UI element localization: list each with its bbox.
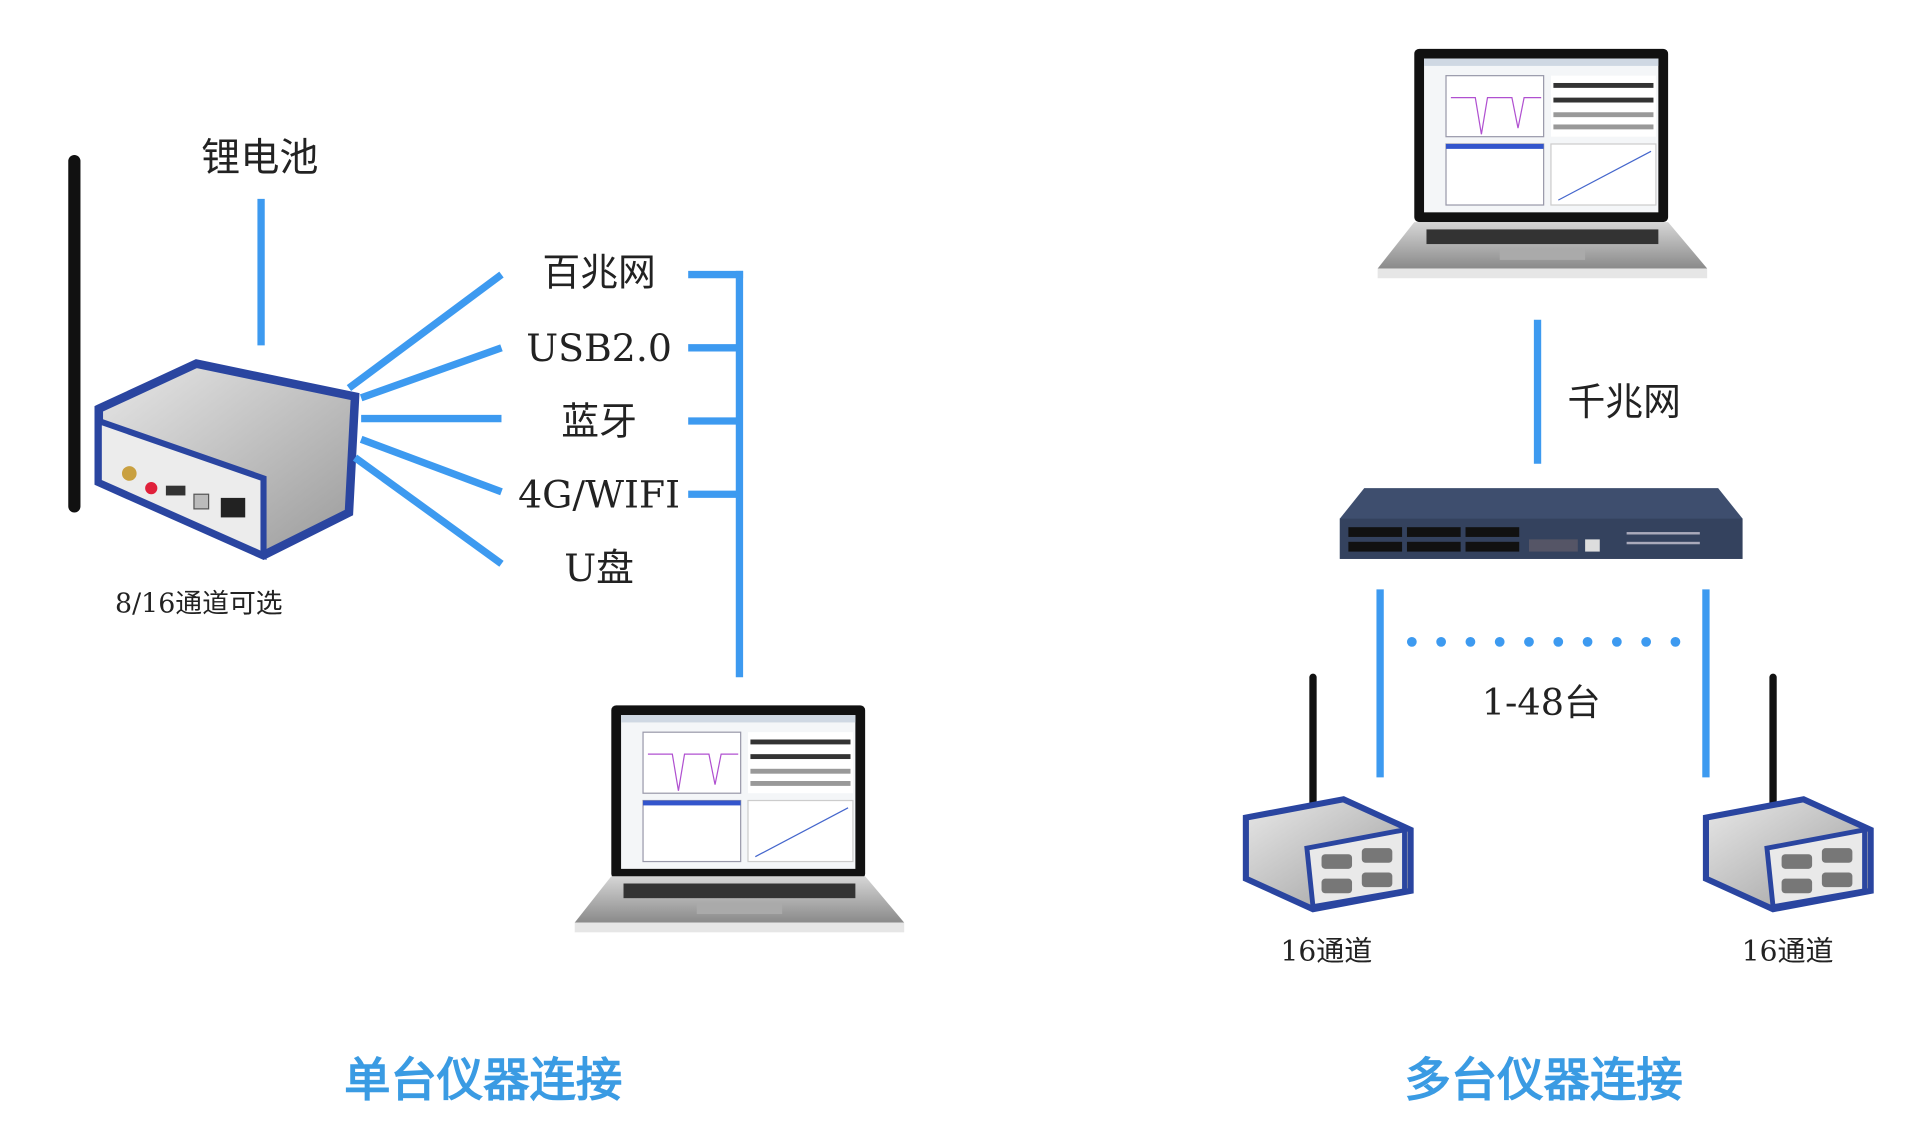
- laptop-image: [574, 704, 905, 933]
- ellipsis-dots: [1406, 637, 1681, 647]
- interface-labels: 百兆网 USB2.0 蓝牙 4G/WIFI U盘: [518, 251, 680, 590]
- network-switch-image: [1339, 488, 1743, 559]
- instrument-image: [1246, 677, 1411, 909]
- multi-section-title: 多台仪器连接: [1405, 1053, 1683, 1107]
- interface-fan-lines: [346, 271, 504, 567]
- interface-label: 蓝牙: [561, 399, 637, 443]
- single-section-title: 单台仪器连接: [344, 1053, 622, 1107]
- interface-label: 百兆网: [542, 251, 655, 295]
- interface-label: USB2.0: [526, 326, 672, 370]
- interface-bracket: [688, 270, 744, 678]
- device-channel-label: 16通道: [1742, 934, 1834, 967]
- count-label: 1-48台: [1482, 681, 1601, 724]
- switch-lines: [1376, 589, 1710, 778]
- instrument-image: [1706, 677, 1871, 909]
- device-channel-label: 8/16通道可选: [115, 589, 283, 620]
- laptop-image: [1377, 48, 1708, 279]
- interface-label: 4G/WIFI: [518, 473, 680, 517]
- battery-label: 锂电池: [201, 136, 318, 181]
- interface-label: U盘: [564, 546, 634, 590]
- multi-connection-section: 千兆网 1-48台 16通道 16通道 多台: [1246, 48, 1871, 1107]
- main-instrument-image: [68, 154, 360, 560]
- gigabit-label: 千兆网: [1567, 380, 1680, 424]
- single-connection-section: 锂电池 8/16通道可选 百兆网 USB2.0 蓝牙 4G/WIFI U盘: [68, 136, 905, 1107]
- device-channel-label: 16通道: [1281, 934, 1373, 967]
